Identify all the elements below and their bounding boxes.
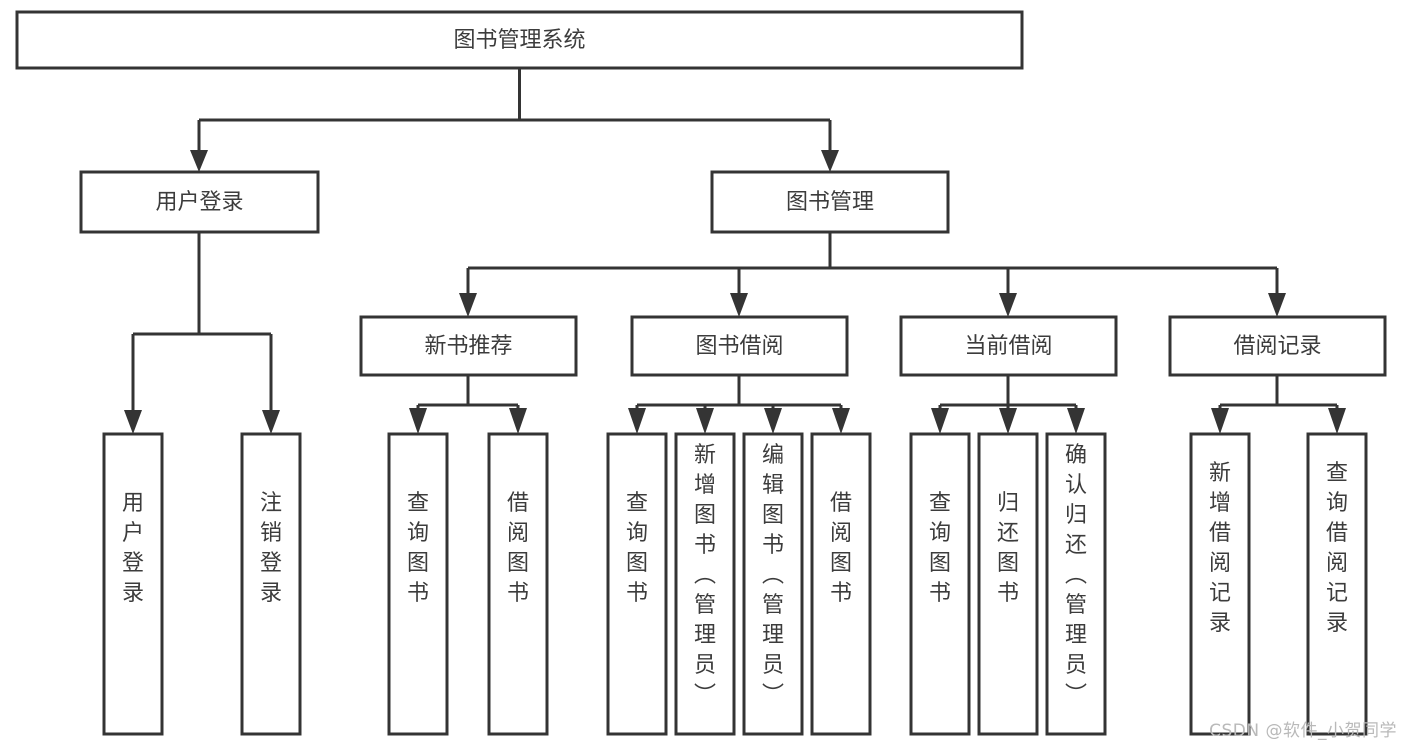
arrowhead-book-borrow [730, 293, 748, 317]
node-user-login-box[interactable] [79, 170, 320, 234]
leaf-br-query-record[interactable]: 查询借阅记录 [1306, 432, 1368, 736]
leaf-user-login-box[interactable] [102, 432, 164, 736]
arrowhead-nb-leaf-1 [409, 408, 427, 434]
leaf-bb-borrow-book-label: 借阅图书 [830, 491, 852, 606]
leaf-cb-confirm-return-label: 确认归还︵管理员︶ [1065, 443, 1087, 708]
leaf-nb-borrow-book-box[interactable] [487, 432, 549, 736]
leaf-bb-borrow-book-box[interactable] [810, 432, 872, 736]
leaf-user-login[interactable]: 用户登录 [102, 432, 164, 736]
leaf-bb-query-book-label: 查询图书 [626, 491, 648, 606]
leaf-cb-return-book[interactable]: 归还图书 [977, 432, 1039, 736]
node-book-borrow-label: 图书借阅 [695, 334, 783, 359]
leaf-cb-return-book-box[interactable] [977, 432, 1039, 736]
arrowhead-bb-leaf-2 [696, 408, 714, 434]
arrowhead-new-book-recommend [459, 293, 477, 317]
node-current-borrow-box[interactable] [899, 315, 1118, 377]
leaf-logout[interactable]: 注销登录 [240, 432, 302, 736]
leaf-cb-query-book[interactable]: 查询图书 [909, 432, 971, 736]
leaf-bb-add-book-box[interactable] [674, 432, 736, 736]
leaf-nb-query-book-label: 查询图书 [407, 491, 429, 606]
node-new-book-recommend-box[interactable] [359, 315, 578, 377]
leaf-br-add-record-label: 新增借阅记录 [1209, 461, 1231, 636]
node-user-login-label: 用户登录 [155, 190, 243, 215]
node-root-box[interactable] [15, 10, 1024, 70]
connector-layer [124, 68, 1346, 434]
node-new-book-recommend-label: 新书推荐 [424, 334, 512, 359]
leaf-bb-add-book[interactable]: 新增图书︵管理员︶ [674, 432, 736, 736]
arrowhead-book-mgmt [821, 150, 839, 172]
leaf-nb-query-book[interactable]: 查询图书 [387, 432, 449, 736]
node-borrow-record[interactable]: 借阅记录 [1168, 315, 1387, 377]
arrowhead-current-borrow [999, 293, 1017, 317]
node-current-borrow-label: 当前借阅 [964, 334, 1052, 359]
leaf-bb-add-book-label: 新增图书︵管理员︶ [694, 443, 716, 708]
node-book-management-label: 图书管理 [786, 190, 874, 215]
node-book-borrow-box[interactable] [630, 315, 849, 377]
leaf-bb-borrow-book[interactable]: 借阅图书 [810, 432, 872, 736]
node-current-borrow[interactable]: 当前借阅 [899, 315, 1118, 377]
node-book-management-box[interactable] [710, 170, 950, 234]
leaf-br-add-record-box[interactable] [1189, 432, 1251, 736]
leaf-nb-borrow-book[interactable]: 借阅图书 [487, 432, 549, 736]
arrowhead-br-leaf-1 [1211, 408, 1229, 434]
leaf-bb-edit-book-box[interactable] [742, 432, 804, 736]
leaf-cb-return-book-label: 归还图书 [997, 491, 1019, 606]
arrowhead-user-login [190, 150, 208, 172]
leaf-nb-query-book-box[interactable] [387, 432, 449, 736]
arrowhead-cb-leaf-2 [999, 408, 1017, 434]
arrowhead-cb-leaf-3 [1067, 408, 1085, 434]
leaf-cb-confirm-return[interactable]: 确认归还︵管理员︶ [1045, 432, 1107, 736]
leaf-br-query-record-label: 查询借阅记录 [1326, 461, 1348, 636]
arrowhead-bb-leaf-4 [832, 408, 850, 434]
node-root-label: 图书管理系统 [453, 28, 585, 53]
arrowhead-br-leaf-2 [1328, 408, 1346, 434]
leaf-cb-query-book-box[interactable] [909, 432, 971, 736]
leaf-logout-box[interactable] [240, 432, 302, 736]
leaf-bb-query-book-box[interactable] [606, 432, 668, 736]
leaf-cb-confirm-return-box[interactable] [1045, 432, 1107, 736]
leaf-user-login-label: 用户登录 [122, 491, 144, 606]
node-book-management[interactable]: 图书管理 [710, 170, 950, 234]
node-root[interactable]: 图书管理系统 [15, 10, 1024, 70]
leaf-bb-edit-book[interactable]: 编辑图书︵管理员︶ [742, 432, 804, 736]
leaf-logout-label: 注销登录 [260, 491, 282, 606]
arrowhead-bb-leaf-3 [764, 408, 782, 434]
arrowhead-borrow-record [1268, 293, 1286, 317]
arrowhead-cb-leaf-1 [931, 408, 949, 434]
leaf-br-query-record-box[interactable] [1306, 432, 1368, 736]
arrowhead-nb-leaf-2 [509, 408, 527, 434]
arrowhead-bb-leaf-1 [628, 408, 646, 434]
arrowhead-leaf-logout [262, 410, 280, 434]
leaf-bb-query-book[interactable]: 查询图书 [606, 432, 668, 736]
leaf-br-add-record[interactable]: 新增借阅记录 [1189, 432, 1251, 736]
csdn-watermark: CSDN @软件_小贺同学 [1209, 721, 1397, 741]
arrowhead-leaf-user-login [124, 410, 142, 434]
node-new-book-recommend[interactable]: 新书推荐 [359, 315, 578, 377]
node-borrow-record-box[interactable] [1168, 315, 1387, 377]
leaf-cb-query-book-label: 查询图书 [929, 491, 951, 606]
leaf-nb-borrow-book-label: 借阅图书 [507, 491, 529, 606]
node-borrow-record-label: 借阅记录 [1233, 334, 1321, 359]
node-user-login[interactable]: 用户登录 [79, 170, 320, 234]
leaf-bb-edit-book-label: 编辑图书︵管理员︶ [762, 443, 784, 708]
node-book-borrow[interactable]: 图书借阅 [630, 315, 849, 377]
